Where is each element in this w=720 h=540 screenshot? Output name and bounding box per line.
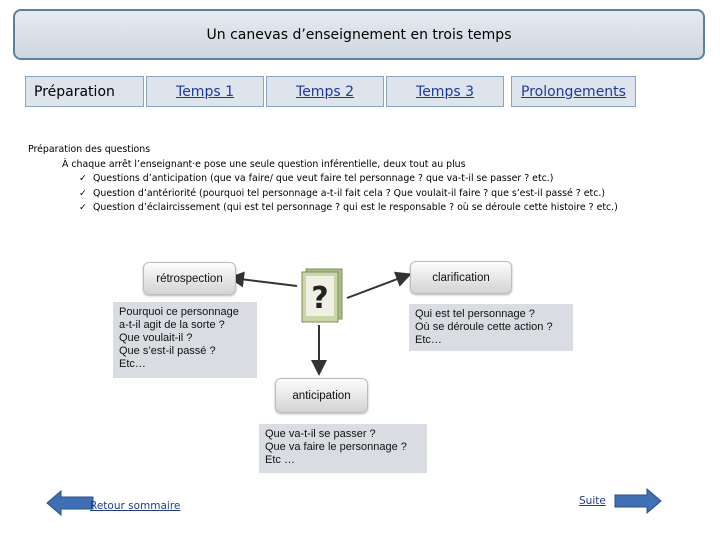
clarification-questions: Qui est tel personnage ? Où se déroule c… [409, 304, 573, 351]
list-item-text: Question d’antériorité (pourquoi tel per… [93, 188, 605, 199]
tab-temps-3[interactable]: Temps 3 [386, 76, 504, 107]
retrospection-questions: Pourquoi ce personnage a-t-il agit de la… [113, 302, 257, 378]
arrow-to-clarification [347, 275, 408, 298]
page-title: Un canevas d’enseignement en trois temps [207, 27, 512, 43]
question-line: Qui est tel personnage ? [415, 308, 567, 321]
tab-label: Temps 2 [296, 84, 354, 100]
question-line: Que s’est-il passé ? [119, 345, 251, 358]
list-item: ✓Question d’antériorité (pourquoi tel pe… [28, 187, 708, 202]
list-item: ✓Question d’éclaircissement (qui est tel… [28, 201, 708, 216]
intro-text: À chaque arrêt l’enseignant·e pose une s… [28, 158, 708, 173]
list-item-text: Question d’éclaircissement (qui est tel … [93, 202, 618, 213]
page-title-banner: Un canevas d’enseignement en trois temps [13, 9, 705, 60]
checkmark-icon: ✓ [79, 187, 93, 202]
list-item-text: Questions d’anticipation (que va faire/ … [93, 173, 553, 184]
question-line: Etc… [415, 334, 567, 347]
question-line: Que va faire le personnage ? [265, 441, 421, 454]
checkmark-icon: ✓ [79, 201, 93, 216]
list-item: ✓Questions d’anticipation (que va faire/… [28, 172, 708, 187]
question-line: Que voulait-il ? [119, 332, 251, 345]
tab-temps-1[interactable]: Temps 1 [146, 76, 264, 107]
back-to-summary-link[interactable]: Retour sommaire [90, 500, 180, 512]
question-line: Etc … [265, 454, 421, 467]
retrospection-label: rétrospection [156, 273, 222, 285]
section-heading: Préparation des questions [28, 143, 708, 158]
checkmark-icon: ✓ [79, 172, 93, 187]
tab-label: Préparation [34, 84, 115, 100]
anticipation-label: anticipation [292, 390, 350, 402]
clarification-pill: clarification [410, 261, 512, 294]
retrospection-pill: rétrospection [143, 262, 236, 295]
question-book-icon: ? [300, 267, 344, 323]
question-line: a-t-il agit de la sorte ? [119, 319, 251, 332]
back-arrow-icon[interactable] [46, 490, 94, 516]
tab-preparation[interactable]: Préparation [25, 76, 144, 107]
tab-temps-2[interactable]: Temps 2 [266, 76, 384, 107]
tab-prolongements[interactable]: Prolongements [511, 76, 636, 107]
question-line: Pourquoi ce personnage [119, 306, 251, 319]
question-line: Etc… [119, 358, 251, 371]
question-line: Que va-t-il se passer ? [265, 428, 421, 441]
next-link[interactable]: Suite [579, 495, 606, 507]
question-mark: ? [311, 281, 328, 316]
anticipation-pill: anticipation [275, 378, 368, 413]
tab-label: Temps 1 [176, 84, 234, 100]
anticipation-questions: Que va-t-il se passer ? Que va faire le … [259, 424, 427, 473]
clarification-label: clarification [432, 272, 490, 284]
next-arrow-icon[interactable] [614, 488, 662, 514]
instructions-text: Préparation des questions À chaque arrêt… [28, 143, 708, 216]
arrow-to-retrospection [232, 278, 297, 286]
tab-label: Temps 3 [416, 84, 474, 100]
question-line: Où se déroule cette action ? [415, 321, 567, 334]
tab-label: Prolongements [521, 84, 626, 100]
